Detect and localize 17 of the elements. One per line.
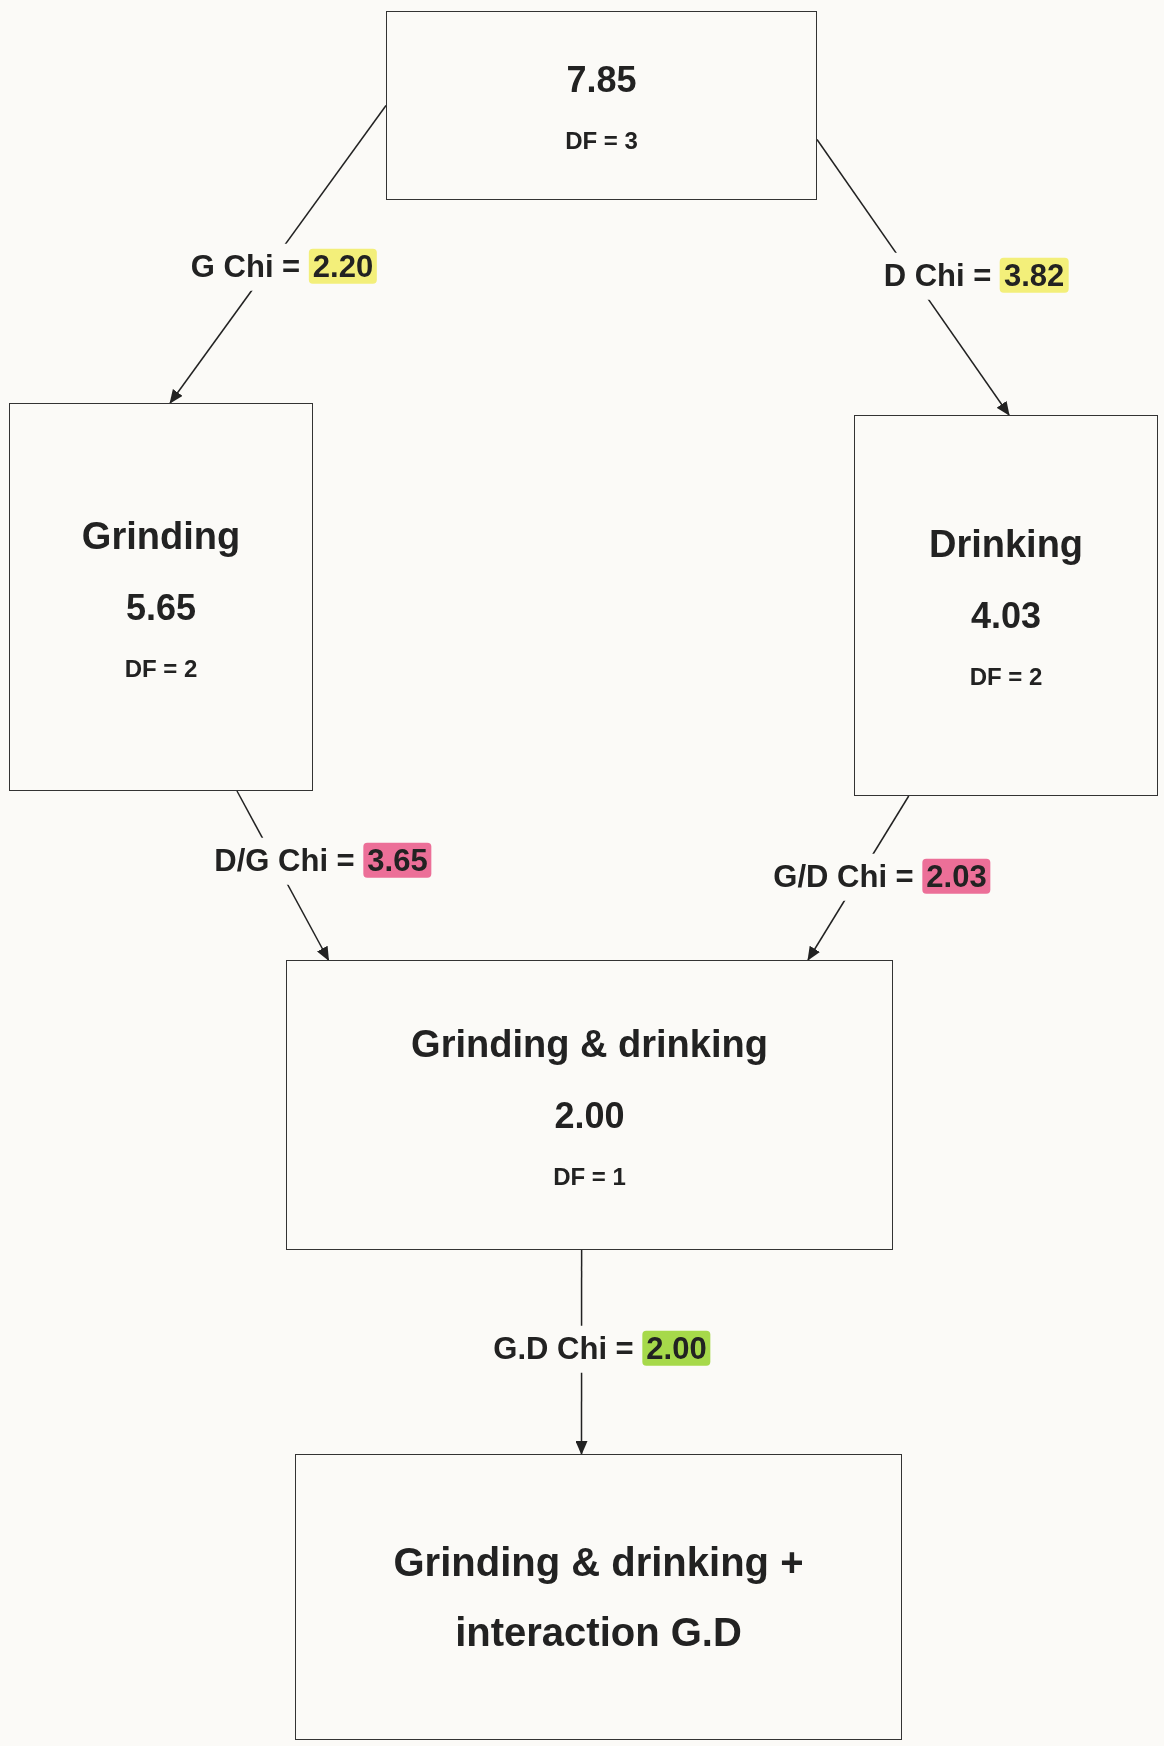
box-value: 2.00 [554,1093,625,1138]
box-value: DF = 2 [124,653,198,684]
process-box [286,960,893,1250]
process-box [854,415,1158,796]
box-value: DF = 1 [553,1161,626,1192]
box-title: Grinding [81,513,241,559]
box-value: DF = 2 [969,662,1043,692]
box-title: Grinding & drinking + interaction G.D [392,1539,805,1656]
process-box [295,1454,902,1740]
box-value: 5.65 [125,585,197,630]
box-value: DF = 3 [565,125,638,156]
box-title: 7.85 [566,57,637,102]
box-value: 4.03 [970,594,1042,638]
box-title: Grinding & drinking [411,1021,768,1067]
box-title: Drinking [928,522,1084,567]
process-box [9,403,313,791]
process-box [386,11,817,200]
